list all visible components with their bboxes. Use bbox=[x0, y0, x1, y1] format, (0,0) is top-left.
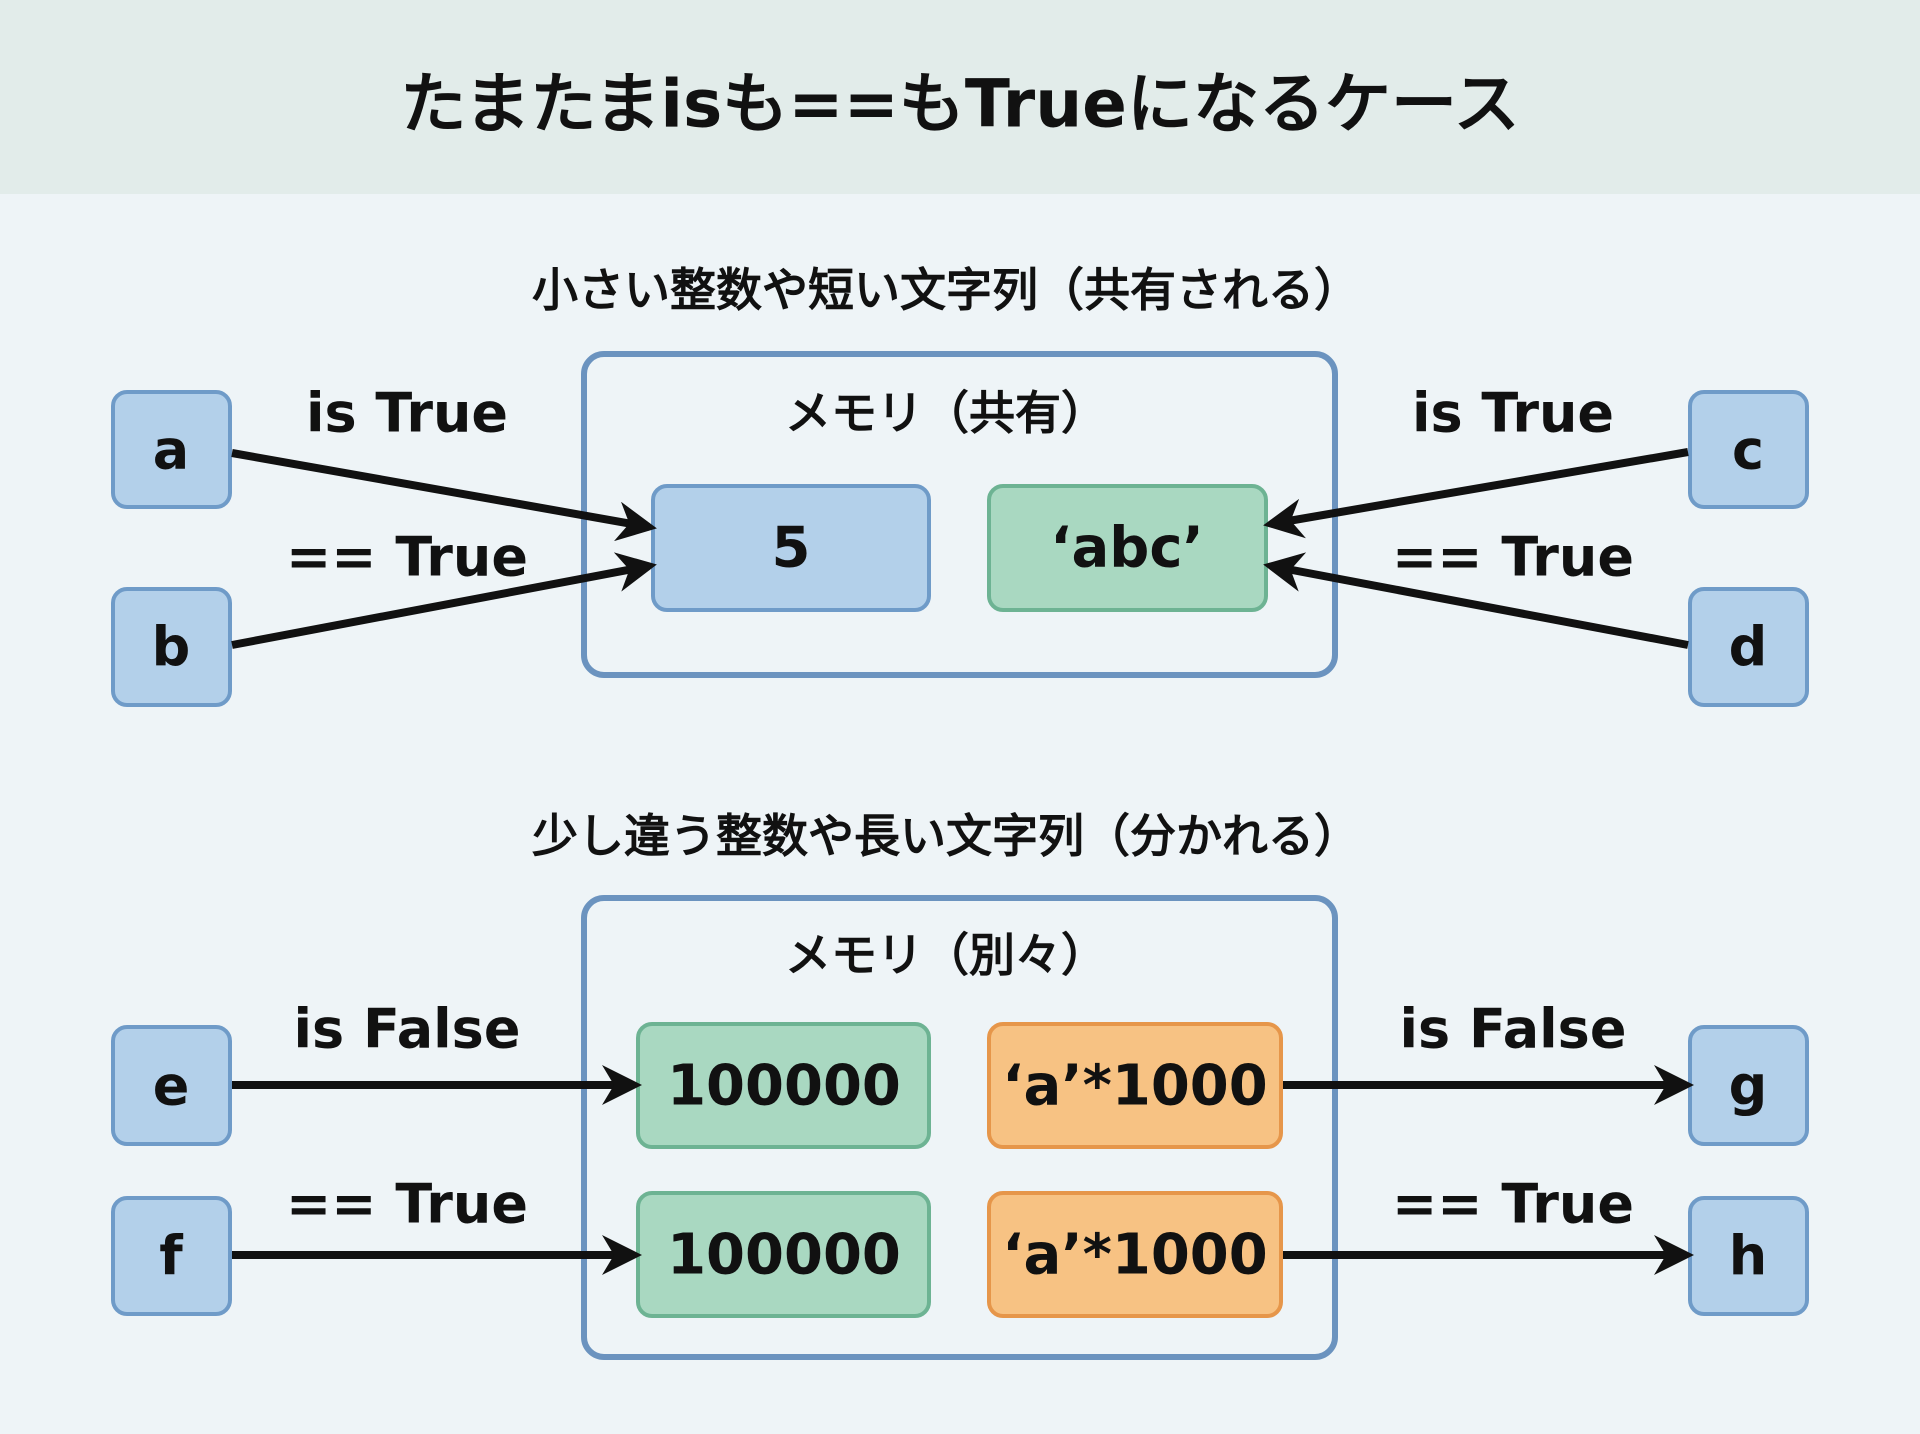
section-heading: 少し違う整数や長い文字列（分かれる） bbox=[532, 809, 1360, 863]
section-heading: 小さい整数や短い文字列（共有される） bbox=[532, 263, 1360, 317]
edge-label: is False bbox=[294, 998, 521, 1061]
arrow-d bbox=[1263, 552, 1689, 649]
value-box-5 bbox=[651, 484, 931, 612]
edge-label: is True bbox=[306, 382, 508, 445]
value-text: 5 bbox=[772, 516, 811, 581]
value-text: ‘abc’ bbox=[1050, 516, 1204, 581]
variable-label: g bbox=[1729, 1055, 1768, 1118]
edge-label: is False bbox=[1400, 998, 1627, 1061]
variable-label: a bbox=[153, 419, 189, 482]
arrow-c bbox=[1263, 448, 1689, 539]
memory-label: メモリ（共有） bbox=[785, 386, 1107, 440]
header-band bbox=[0, 0, 1920, 194]
value-box-str-1 bbox=[987, 1022, 1283, 1149]
variable-label: h bbox=[1729, 1225, 1767, 1288]
edge-label: == True bbox=[286, 1173, 528, 1236]
variable-node-d bbox=[1688, 587, 1809, 707]
section-shared: 小さい整数や短い文字列（共有される） メモリ（共有） 5 ‘abc’ a b c… bbox=[111, 263, 1809, 707]
memory-box bbox=[581, 895, 1338, 1360]
variable-node-a bbox=[111, 390, 232, 509]
edge-label: == True bbox=[1392, 526, 1634, 589]
variable-label: e bbox=[153, 1055, 190, 1118]
arrow-a bbox=[231, 449, 657, 542]
value-text: ‘a’*1000 bbox=[1002, 1223, 1267, 1288]
variable-node-b bbox=[111, 587, 232, 707]
edge-label: == True bbox=[1392, 1173, 1634, 1236]
value-text: ‘a’*1000 bbox=[1002, 1054, 1267, 1119]
value-box-str-2 bbox=[987, 1191, 1283, 1318]
value-text: 100000 bbox=[667, 1054, 901, 1119]
variable-label: f bbox=[159, 1225, 183, 1288]
arrow-b bbox=[231, 552, 657, 649]
section-separate: 少し違う整数や長い文字列（分かれる） メモリ（別々） 100000 ‘a’*10… bbox=[111, 809, 1809, 1360]
variable-label: d bbox=[1729, 616, 1768, 679]
value-box-abc bbox=[987, 484, 1268, 612]
variable-node-c bbox=[1688, 390, 1809, 509]
edge-label: is True bbox=[1412, 382, 1614, 445]
variable-node-f bbox=[111, 1196, 232, 1316]
edge-label: == True bbox=[286, 526, 528, 589]
value-text: 100000 bbox=[667, 1223, 901, 1288]
memory-label: メモリ（別々） bbox=[785, 928, 1107, 982]
variable-label: c bbox=[1732, 419, 1764, 482]
variable-node-e bbox=[111, 1025, 232, 1146]
variable-label: b bbox=[152, 616, 191, 679]
page-title: たまたまisも==もTrueになるケース bbox=[400, 66, 1519, 143]
